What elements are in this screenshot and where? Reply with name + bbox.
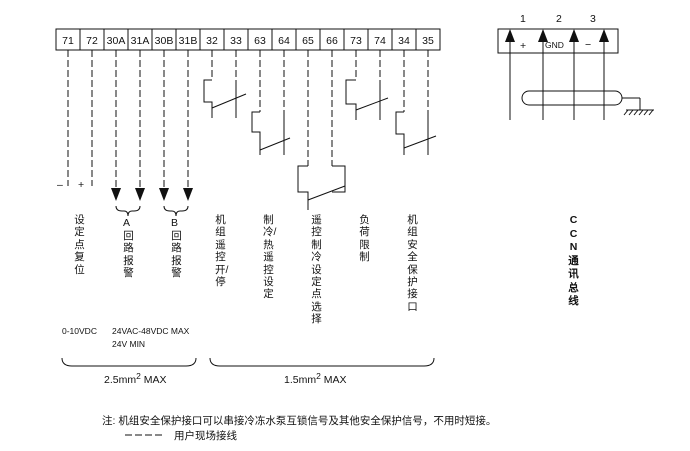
ccn-number-3: 3: [590, 13, 596, 25]
label-alarm-b: 回路报警: [171, 230, 182, 280]
terminal-label: 35: [422, 35, 434, 47]
label-alarm-a: 回路报警: [123, 230, 134, 280]
label-load-limit: 负荷限制: [359, 214, 370, 264]
terminal-label: 73: [350, 35, 362, 47]
spec-vmin: 24V MIN: [112, 339, 145, 349]
terminal-label: 66: [326, 35, 338, 47]
note-line-2: 用户现场接线: [174, 430, 237, 442]
contact-switches: [203, 79, 437, 210]
terminal-label: 34: [398, 35, 410, 47]
arrow-down-icon: [111, 188, 121, 201]
spec-vac: 24VAC-48VDC MAX: [112, 326, 190, 336]
label-setpoint-reset: 设定点复位: [74, 214, 85, 276]
terminal-label: 32: [206, 35, 218, 47]
terminal-label: 64: [278, 35, 290, 47]
wire-size-right: 1.5mm2 MAX: [284, 371, 347, 386]
group-letter-b: B: [171, 217, 178, 229]
terminal-label: 72: [86, 35, 98, 47]
label-remote-onoff: 机组遥控开/停: [215, 214, 229, 289]
terminal-label: 65: [302, 35, 314, 47]
terminal-label: 74: [374, 35, 386, 47]
field-wiring: [67, 50, 429, 190]
arrow-up-icon: [569, 29, 579, 42]
terminal-label: 33: [230, 35, 242, 47]
wire-bracket-left: [61, 357, 197, 367]
label-safety-interface: 机组安全保护接口: [407, 214, 418, 313]
note-line-1: 注: 机组安全保护接口可以串接冷冻水泵互锁信号及其他安全保护信号，不用时短接。: [102, 415, 497, 427]
ccn-number-2: 2: [556, 13, 562, 25]
arrow-up-icon: [505, 29, 515, 42]
terminal-label: 71: [62, 35, 74, 47]
label-setpoint-select: 遥控制冷设定点选择: [311, 214, 322, 326]
arrow-down-icon: [183, 188, 193, 201]
arrow-up-icon: [538, 29, 548, 42]
terminal-label: 30A: [107, 35, 126, 47]
arrow-down-icon: [159, 188, 169, 201]
brace-a: [115, 205, 141, 217]
label-cool-heat: 制冷/热遥控设定: [263, 214, 277, 301]
terminal-label: 31A: [131, 35, 150, 47]
arrow-down-icon: [135, 188, 145, 201]
alarm-arrows: [111, 188, 193, 201]
terminal-label: 30B: [155, 35, 174, 47]
wire-bracket-right: [209, 357, 435, 367]
terminal-label: 63: [254, 35, 266, 47]
shielded-cable: [521, 90, 623, 106]
group-letter-a: A: [123, 217, 130, 229]
ccn-number-1: 1: [520, 13, 526, 25]
spec-vdc: 0-10VDC: [62, 326, 97, 336]
arrow-up-icon: [599, 29, 609, 42]
ccn-block: 1 2 3 + GND −: [497, 13, 654, 120]
wire-size-left: 2.5mm2 MAX: [104, 371, 167, 386]
ground-icon: [623, 109, 654, 116]
ccn-terminal-box: [497, 28, 619, 54]
plus-sign: +: [78, 179, 84, 191]
ccn-cell-minus: −: [585, 39, 591, 51]
ccn-cell-plus: +: [520, 40, 526, 52]
minus-sign: –: [57, 179, 63, 191]
terminal-label: 31B: [179, 35, 198, 47]
brace-b: [163, 205, 189, 217]
label-ccn-bus: CCN通讯总线: [568, 214, 579, 307]
ccn-cell-gnd: GND: [545, 40, 564, 50]
